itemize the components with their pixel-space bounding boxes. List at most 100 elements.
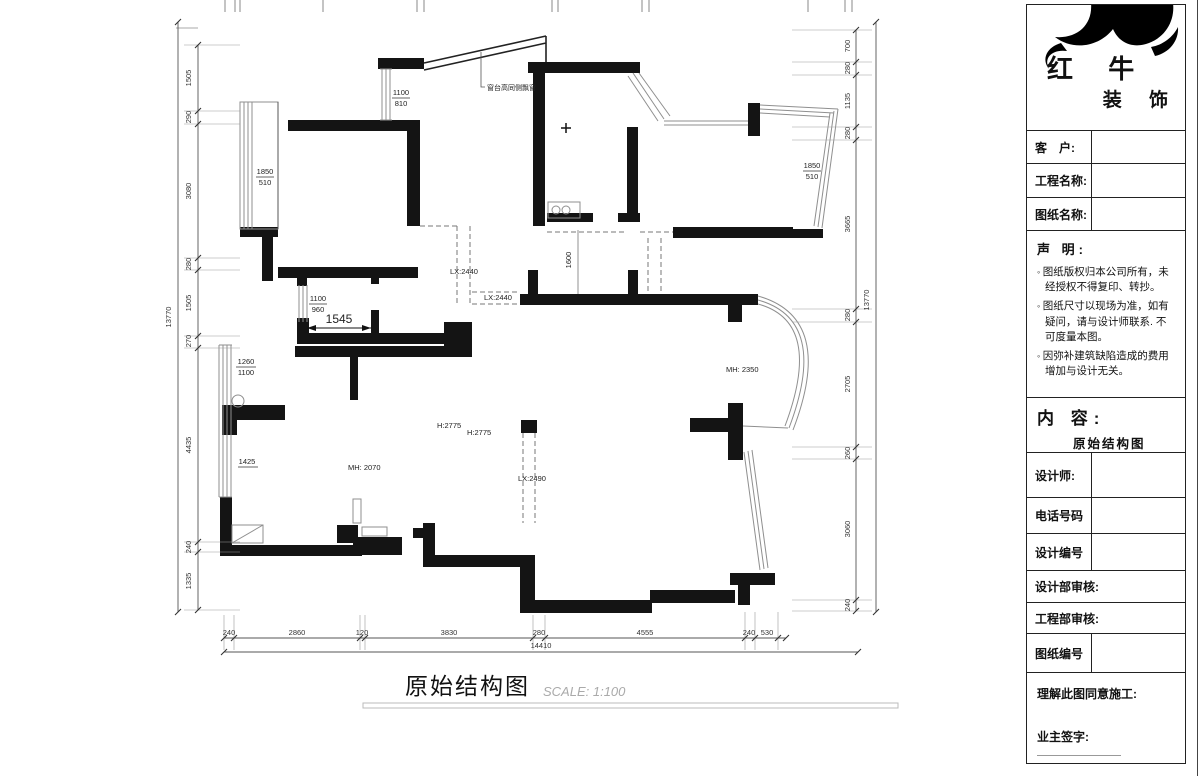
statement-section: 声 明: 图纸版权归本公司所有，未经授权不得复印、转抄。 图纸尺寸以现场为准，如… bbox=[1027, 231, 1185, 398]
beams-layer bbox=[420, 225, 673, 523]
window-tag: 1260 bbox=[238, 357, 255, 366]
field-value-empty bbox=[1091, 131, 1185, 163]
bull-logo-icon bbox=[1045, 5, 1179, 69]
field-designer: 设计师: bbox=[1027, 453, 1185, 498]
windows-layer bbox=[218, 35, 839, 571]
field-drawing-name: 图纸名称: bbox=[1027, 198, 1185, 231]
dim-label: 270 bbox=[184, 335, 193, 348]
plan-scale: SCALE: 1:100 bbox=[543, 684, 626, 699]
walls-layer bbox=[220, 58, 823, 613]
dim-label: 280 bbox=[843, 309, 852, 322]
brand-subname: 装 饰 bbox=[1102, 90, 1179, 111]
content-heading: 内 容: bbox=[1037, 409, 1106, 428]
dim-label: 240 bbox=[223, 628, 236, 637]
dim-label: 240 bbox=[843, 599, 852, 612]
dimensions-layer: 1505 290 3080 280 1505 270 4435 240 1335… bbox=[164, 18, 880, 656]
beam-label: LX:2440 bbox=[484, 293, 512, 302]
dim-label: 1505 bbox=[184, 70, 193, 87]
field-design-audit: 设计部审核: bbox=[1027, 571, 1185, 603]
dim-label: 1135 bbox=[843, 93, 852, 109]
dim-label: 3060 bbox=[843, 521, 852, 538]
dim-total-label: 14410 bbox=[531, 641, 552, 650]
dim-label: 3665 bbox=[843, 216, 852, 233]
annotations-layer: 1100 810 1850 510 1850 510 1100 960 1260… bbox=[236, 52, 821, 483]
field-value-empty bbox=[1091, 164, 1185, 197]
dim-label: 700 bbox=[843, 40, 852, 53]
sheet-right-border bbox=[1197, 0, 1198, 776]
dim-total-label: 13770 bbox=[164, 307, 173, 328]
signature-section: 理解此图同意施工: 业主签字: bbox=[1027, 673, 1185, 764]
window-tag: 1100 bbox=[393, 88, 409, 97]
dim-label: 290 bbox=[184, 111, 193, 124]
field-value-empty bbox=[1091, 634, 1185, 672]
cross-mark bbox=[561, 123, 571, 133]
window-tag: 960 bbox=[312, 305, 325, 314]
statement-item: 图纸版权归本公司所有，未经授权不得复印、转抄。 bbox=[1043, 265, 1175, 295]
window-tag: 510 bbox=[806, 172, 819, 181]
field-design-no: 设计编号 bbox=[1027, 534, 1185, 571]
drawing-title: 原始结构图 SCALE: 1:100 bbox=[362, 673, 899, 709]
field-label: 设计编号 bbox=[1035, 545, 1084, 560]
field-project-name: 工程名称: bbox=[1027, 164, 1185, 198]
field-label: 设计部审核: bbox=[1035, 580, 1099, 594]
field-label: 图纸编号 bbox=[1035, 646, 1084, 661]
field-label: 工程部审核: bbox=[1035, 611, 1099, 626]
beam-label: LX:2440 bbox=[450, 267, 478, 276]
field-value-empty bbox=[1091, 198, 1185, 230]
door-height-label: MH: 2350 bbox=[726, 365, 759, 374]
dim-label: 280 bbox=[843, 62, 852, 75]
field-value-empty bbox=[1091, 498, 1185, 533]
dim-label: 2705 bbox=[843, 376, 852, 393]
title-underline-bar bbox=[362, 702, 899, 709]
field-label: 客 户: bbox=[1035, 140, 1075, 155]
field-phone: 电话号码 bbox=[1027, 498, 1185, 534]
dim-label: 260 bbox=[843, 447, 852, 460]
beam-label: LX:2490 bbox=[518, 474, 546, 483]
dim-label: 240 bbox=[184, 541, 193, 554]
dim-label: 280 bbox=[533, 628, 546, 637]
plan-title: 原始结构图 bbox=[405, 673, 530, 699]
field-label: 图纸名称: bbox=[1035, 207, 1087, 222]
dim-label: 3080 bbox=[184, 183, 193, 200]
statement-item: 因弥补建筑缺陷造成的费用增加与设计无关。 bbox=[1043, 349, 1175, 379]
dim-label: 2860 bbox=[289, 628, 306, 637]
logo-area: 红 牛 装 饰 bbox=[1027, 5, 1185, 131]
statement-item: 图纸尺寸以现场为准，如有疑问，请与设计师联系. 不可度量本图。 bbox=[1043, 299, 1175, 345]
window-tag: 810 bbox=[395, 99, 408, 108]
dim-label: 280 bbox=[843, 127, 852, 140]
owner-signature-label: 业主签字: bbox=[1037, 728, 1175, 759]
dim-labels: 1505 290 3080 280 1505 270 4435 240 1335… bbox=[164, 40, 871, 650]
field-drawing-no: 图纸编号 bbox=[1027, 634, 1185, 673]
content-value: 原始结构图 bbox=[1073, 437, 1146, 451]
brand-name: 红 牛 bbox=[1047, 54, 1149, 84]
dim-label: 530 bbox=[761, 628, 774, 637]
floor-plan-svg: 1505 290 3080 280 1505 270 4435 240 1335… bbox=[164, 0, 899, 709]
dim-label: 4555 bbox=[637, 628, 654, 637]
field-label: 工程名称: bbox=[1035, 174, 1087, 188]
dim-label: 1505 bbox=[184, 295, 193, 312]
field-value-empty bbox=[1091, 534, 1185, 570]
bay-window-note: 窗台高同侧飘窗 bbox=[487, 83, 536, 92]
top-ticks bbox=[176, 0, 853, 29]
signature-line bbox=[1037, 745, 1121, 756]
dim-1425: 1425 bbox=[239, 457, 256, 466]
dim-total-label: 13770 bbox=[862, 290, 871, 311]
title-block: 红 牛 装 饰 客 户: 工程名称: 图纸名称: 声 明: 图纸版权归本公司所有… bbox=[1026, 4, 1186, 764]
dim-label: 4435 bbox=[184, 437, 193, 454]
window-tag: 1850 bbox=[257, 167, 274, 176]
height-label: H:2775 bbox=[437, 421, 461, 430]
dim-label: 120 bbox=[356, 628, 369, 637]
statement-heading: 声 明: bbox=[1037, 242, 1087, 257]
owner-signature-text: 业主签字: bbox=[1037, 730, 1089, 744]
height-label: H:2775 bbox=[467, 428, 491, 437]
dim-1545: 1545 bbox=[326, 312, 353, 326]
field-label: 设计师: bbox=[1035, 468, 1075, 483]
agreement-label: 理解此图同意施工: bbox=[1037, 687, 1137, 701]
dim-label: 280 bbox=[184, 258, 193, 271]
dim-label: 3830 bbox=[441, 628, 458, 637]
dim-label: 1335 bbox=[184, 573, 193, 590]
dim-1600: 1600 bbox=[564, 252, 573, 269]
field-value-empty bbox=[1091, 453, 1185, 497]
field-label: 电话号码 bbox=[1035, 509, 1084, 523]
window-tag: 1100 bbox=[238, 368, 254, 377]
